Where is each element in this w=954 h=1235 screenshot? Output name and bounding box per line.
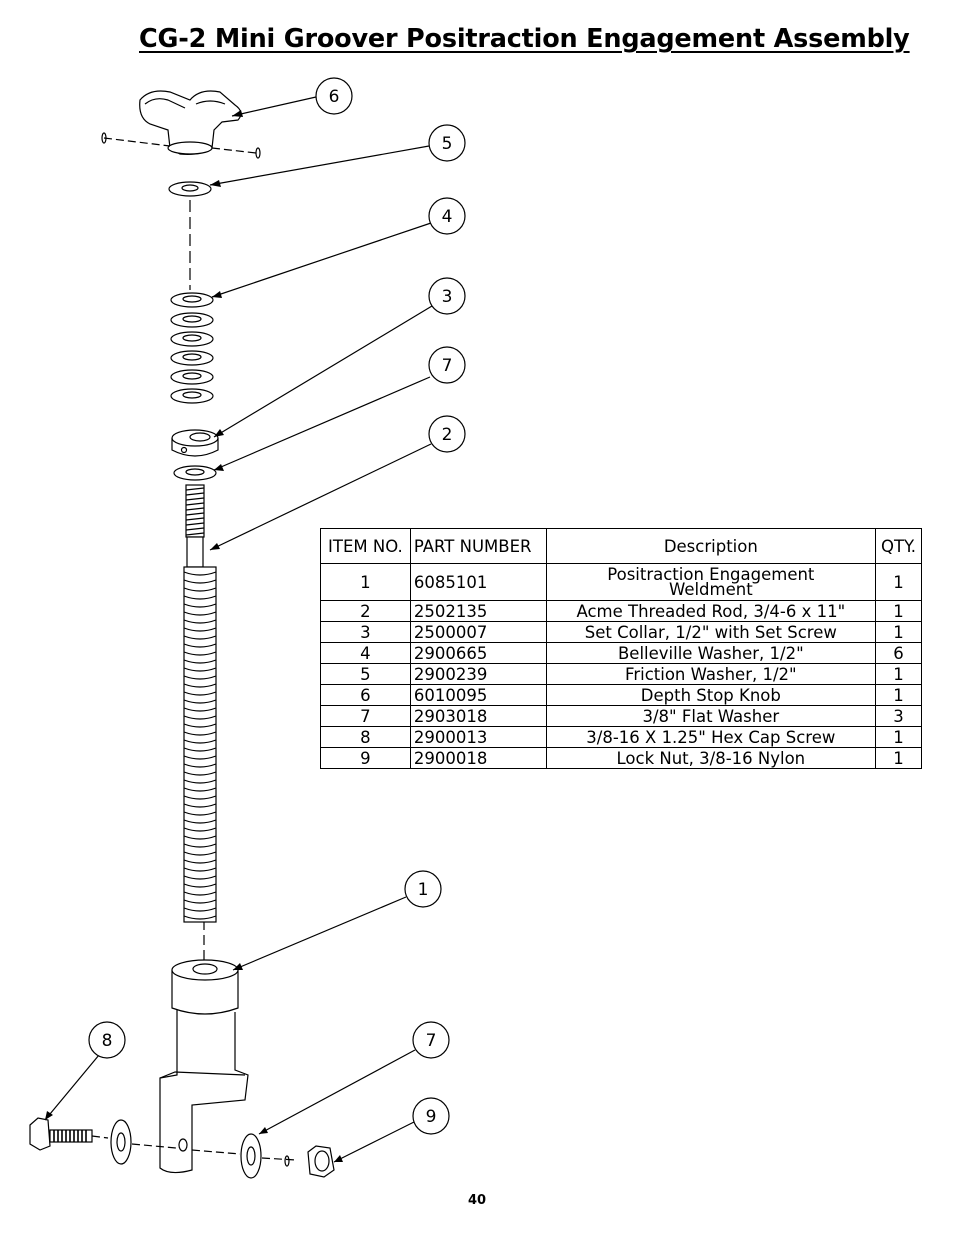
part-number-cell: 2900239 bbox=[409, 663, 547, 685]
item-no-cell: 4 bbox=[320, 642, 411, 664]
callout-8: 8 bbox=[102, 1031, 113, 1051]
qty-cell: 1 bbox=[874, 663, 923, 685]
description-cell: Acme Threaded Rod, 3/4-6 x 11" bbox=[545, 600, 876, 622]
description-cell: Positraction Engagement Weldment bbox=[545, 563, 876, 601]
qty-cell: 1 bbox=[874, 621, 923, 643]
description-cell: Lock Nut, 3/8-16 Nylon bbox=[545, 747, 876, 769]
part-number-cell: 2903018 bbox=[409, 705, 547, 727]
qty-cell: 1 bbox=[874, 600, 923, 622]
qty-cell: 1 bbox=[874, 726, 923, 748]
set-collar-part bbox=[171, 429, 219, 457]
item-no-cell: 9 bbox=[320, 747, 411, 769]
description-cell: Friction Washer, 1/2" bbox=[545, 663, 876, 685]
leader-line bbox=[231, 96, 317, 117]
table-row: 4 2900665 Belleville Washer, 1/2" 6 bbox=[320, 642, 923, 664]
belleville-washers-part bbox=[170, 292, 214, 404]
part-number-cell: 2900018 bbox=[409, 747, 547, 769]
callout-circle bbox=[428, 277, 466, 315]
callout-4: 4 bbox=[442, 207, 453, 227]
flat-washer-part bbox=[173, 465, 217, 481]
description-cell: 3/8-16 X 1.25" Hex Cap Screw bbox=[545, 726, 876, 748]
qty-cell: 1 bbox=[874, 563, 923, 601]
leader-line bbox=[232, 896, 407, 971]
leader-line bbox=[209, 145, 430, 186]
leader-line bbox=[211, 222, 432, 298]
page-number: 40 bbox=[467, 1193, 487, 1208]
table-row: 1 6085101 Positraction Engagement Weldme… bbox=[320, 563, 923, 601]
callout-5: 5 bbox=[442, 134, 453, 154]
part-number-cell: 2900665 bbox=[409, 642, 547, 664]
part-number-cell: 6085101 bbox=[409, 563, 547, 601]
item-no-cell: 3 bbox=[320, 621, 411, 643]
qty-cell: 6 bbox=[874, 642, 923, 664]
depth-stop-knob-part bbox=[101, 90, 261, 159]
callout-9: 9 bbox=[426, 1107, 437, 1127]
lock-nut-part bbox=[307, 1145, 335, 1178]
item-no-cell: 2 bbox=[320, 600, 411, 622]
callout-circle bbox=[428, 415, 466, 453]
callout-circle bbox=[412, 1097, 450, 1135]
item-no-cell: 8 bbox=[320, 726, 411, 748]
callout-circle bbox=[428, 197, 466, 235]
table-row: 5 2900239 Friction Washer, 1/2" 1 bbox=[320, 663, 923, 685]
callout-circle bbox=[428, 124, 466, 162]
acme-threaded-rod-part bbox=[183, 484, 217, 923]
callout-circle bbox=[315, 77, 353, 115]
item-no-cell: 5 bbox=[320, 663, 411, 685]
table-row: 9 2900018 Lock Nut, 3/8-16 Nylon 1 bbox=[320, 747, 923, 769]
description-cell: Depth Stop Knob bbox=[545, 684, 876, 706]
description-text: Positraction Engagement Weldment bbox=[607, 565, 815, 599]
table-row: 8 2900013 3/8-16 X 1.25" Hex Cap Screw 1 bbox=[320, 726, 923, 748]
part-number-cell: 6010095 bbox=[409, 684, 547, 706]
callout-circle bbox=[88, 1021, 126, 1059]
leader-line bbox=[258, 1049, 416, 1135]
callout-6: 6 bbox=[329, 87, 340, 107]
header-item-no: ITEM NO. bbox=[320, 528, 411, 564]
description-cell: 3/8" Flat Washer bbox=[545, 705, 876, 727]
table-row: 6 6010095 Depth Stop Knob 1 bbox=[320, 684, 923, 706]
description-cell: Set Collar, 1/2" with Set Screw bbox=[545, 621, 876, 643]
leader-line bbox=[44, 1054, 100, 1121]
part-number-cell: 2500007 bbox=[409, 621, 547, 643]
item-no-cell: 1 bbox=[320, 563, 411, 601]
header-description: Description bbox=[545, 528, 876, 564]
table-header-row: ITEM NO. PART NUMBER Description QTY. bbox=[320, 528, 923, 564]
qty-cell: 1 bbox=[874, 684, 923, 706]
callout-3: 3 bbox=[442, 287, 453, 307]
leader-line bbox=[213, 376, 431, 471]
description-cell: Belleville Washer, 1/2" bbox=[545, 642, 876, 664]
qty-cell: 3 bbox=[874, 705, 923, 727]
leader-line bbox=[333, 1121, 415, 1163]
leader-line bbox=[213, 305, 433, 438]
callout-circle bbox=[404, 870, 442, 908]
parts-list-table: ITEM NO. PART NUMBER Description QTY. 1 … bbox=[320, 528, 923, 769]
callout-1: 1 bbox=[418, 880, 429, 900]
flat-washer-bottom-part bbox=[240, 1133, 297, 1179]
callout-circle bbox=[428, 346, 466, 384]
header-part-number: PART NUMBER bbox=[409, 528, 547, 564]
weldment-part bbox=[159, 959, 249, 1174]
callout-circle bbox=[412, 1021, 450, 1059]
table-row: 2 2502135 Acme Threaded Rod, 3/4-6 x 11"… bbox=[320, 600, 923, 622]
item-no-cell: 7 bbox=[320, 705, 411, 727]
hex-cap-screw-part bbox=[29, 1117, 241, 1165]
leader-line bbox=[209, 443, 432, 551]
part-number-cell: 2900013 bbox=[409, 726, 547, 748]
part-number-cell: 2502135 bbox=[409, 600, 547, 622]
item-no-cell: 6 bbox=[320, 684, 411, 706]
callout-7-bottom: 7 bbox=[426, 1031, 437, 1051]
qty-cell: 1 bbox=[874, 747, 923, 769]
table-row: 3 2500007 Set Collar, 1/2" with Set Scre… bbox=[320, 621, 923, 643]
callout-7: 7 bbox=[442, 356, 453, 376]
callout-2: 2 bbox=[442, 425, 453, 445]
friction-washer-part bbox=[168, 181, 212, 197]
table-row: 7 2903018 3/8" Flat Washer 3 bbox=[320, 705, 923, 727]
header-qty: QTY. bbox=[874, 528, 923, 564]
page-title: CG-2 Mini Groover Positraction Engagemen… bbox=[139, 24, 910, 54]
